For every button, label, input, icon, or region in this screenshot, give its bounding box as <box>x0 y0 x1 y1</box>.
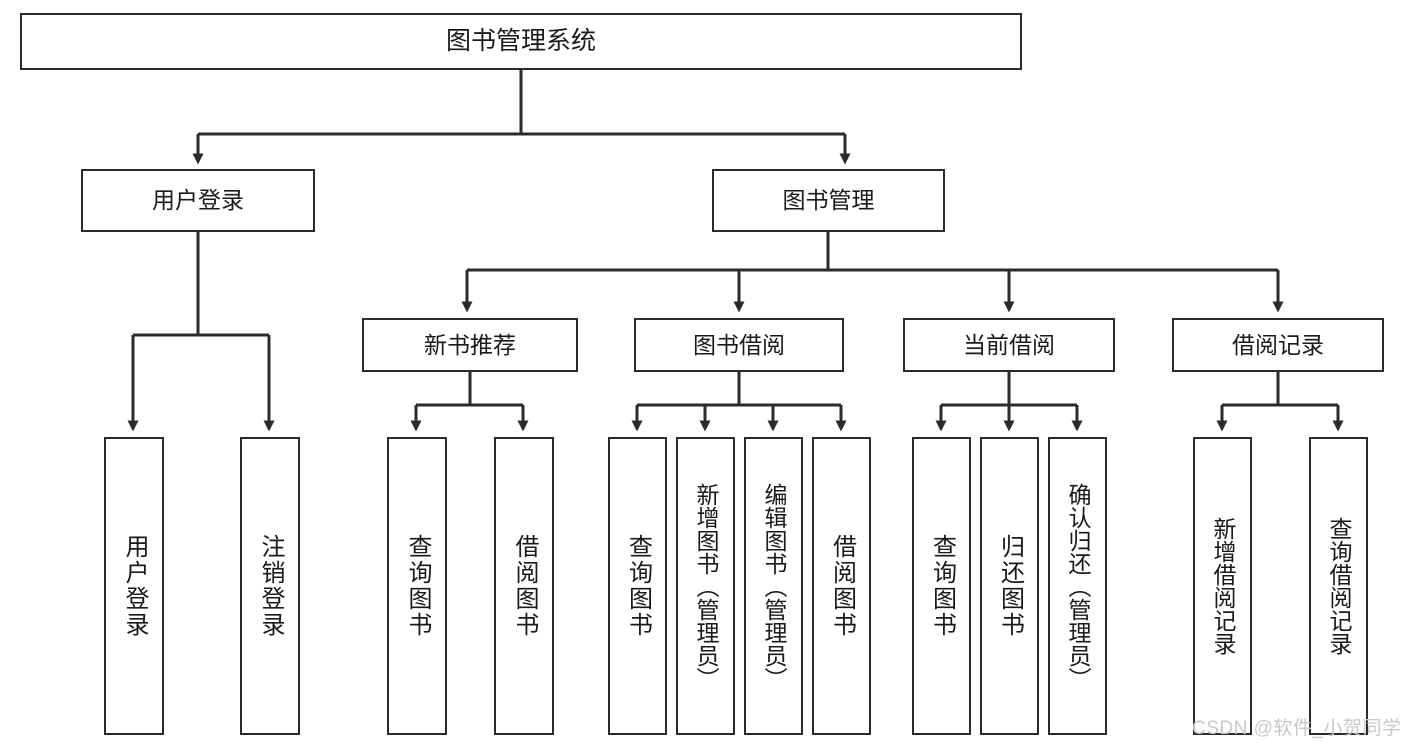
leaf-return-book[interactable]: 归还图书 <box>980 437 1039 735</box>
node-label: 新增图书（管理员） <box>693 482 719 690</box>
node-new-book-recommend[interactable]: 新书推荐 <box>362 318 578 372</box>
leaf-confirm-return-admin[interactable]: 确认归还（管理员） <box>1048 437 1107 735</box>
leaf-logout-login[interactable]: 注销登录 <box>240 437 300 735</box>
leaf-borrow-book[interactable]: 借阅图书 <box>812 437 871 735</box>
node-label: 确认归还（管理员） <box>1065 482 1091 690</box>
leaf-query-book-borrow[interactable]: 查询图书 <box>608 437 667 735</box>
leaf-query-borrow-record[interactable]: 查询借阅记录 <box>1309 437 1368 735</box>
node-label: 图书管理 <box>782 187 875 214</box>
node-label: 归还图书 <box>996 534 1024 638</box>
node-label: 借阅图书 <box>828 534 856 638</box>
leaf-add-borrow-record[interactable]: 新增借阅记录 <box>1193 437 1252 735</box>
node-label: 借阅记录 <box>1232 331 1324 358</box>
node-label: 查询图书 <box>404 534 431 638</box>
node-label: 查询图书 <box>928 534 956 638</box>
leaf-user-login[interactable]: 用户登录 <box>104 437 164 735</box>
csdn-watermark: CSDN @软件_小贺同学 <box>1192 718 1402 739</box>
node-label: 用户登录 <box>121 534 148 638</box>
node-label: 新增借阅记录 <box>1210 517 1236 655</box>
node-root-system[interactable]: 图书管理系统 <box>20 13 1022 70</box>
node-label: 编辑图书（管理员） <box>761 482 787 690</box>
node-book-management[interactable]: 图书管理 <box>712 169 945 232</box>
node-label: 用户登录 <box>152 187 244 214</box>
leaf-borrow-book-recommend[interactable]: 借阅图书 <box>494 437 554 735</box>
leaf-add-book-admin[interactable]: 新增图书（管理员） <box>676 437 735 735</box>
leaf-edit-book-admin[interactable]: 编辑图书（管理员） <box>744 437 803 735</box>
node-label: 借阅图书 <box>511 534 538 638</box>
leaf-query-book-current[interactable]: 查询图书 <box>912 437 971 735</box>
node-label: 查询借阅记录 <box>1326 517 1352 655</box>
node-label: 图书借阅 <box>693 331 785 358</box>
node-current-borrow[interactable]: 当前借阅 <box>903 318 1115 372</box>
leaf-query-book-recommend[interactable]: 查询图书 <box>387 437 447 735</box>
node-book-borrow[interactable]: 图书借阅 <box>634 318 844 372</box>
node-label: 当前借阅 <box>963 331 1055 358</box>
node-label: 查询图书 <box>624 534 652 638</box>
node-label: 注销登录 <box>257 534 284 638</box>
node-borrow-record[interactable]: 借阅记录 <box>1172 318 1384 372</box>
node-label: 图书管理系统 <box>445 27 596 56</box>
node-label: 新书推荐 <box>424 331 516 358</box>
node-user-login[interactable]: 用户登录 <box>81 169 315 232</box>
